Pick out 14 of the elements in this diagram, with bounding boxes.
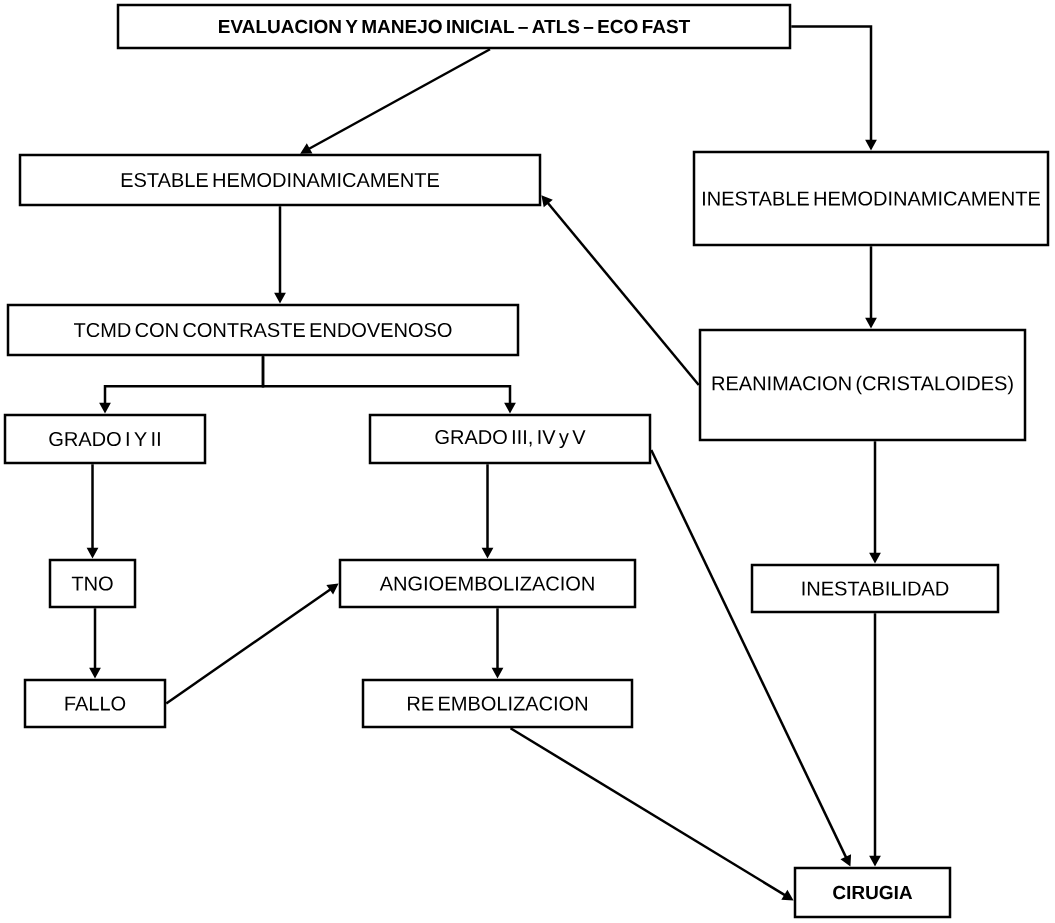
process-box: REANIMACION (CRISTALOIDES) [698,328,1027,442]
process-box: TCMD CON CONTRASTE ENDOVENOSO [6,303,520,357]
process-box: CIRUGIA [793,866,952,919]
process-box: ESTABLE HEMODINAMICAMENTE [18,153,542,207]
process-box: INESTABLE HEMODINAMICAMENTE [692,150,1050,247]
process-box: EVALUACION Y MANEJO INICIAL – ATLS – ECO FAST [116,3,792,50]
process-box: INESTABILIDAD [750,563,1000,614]
arrow [541,195,700,386]
process-box: ANGIOEMBOLIZACION [338,558,637,609]
process-box: RE EMBOLIZACION [361,678,634,729]
process-box: TNO [48,558,137,609]
process-box: GRADO I Y II [3,413,207,465]
process-box: GRADO III, IV y V [368,413,652,465]
process-box: FALLO [23,678,167,729]
